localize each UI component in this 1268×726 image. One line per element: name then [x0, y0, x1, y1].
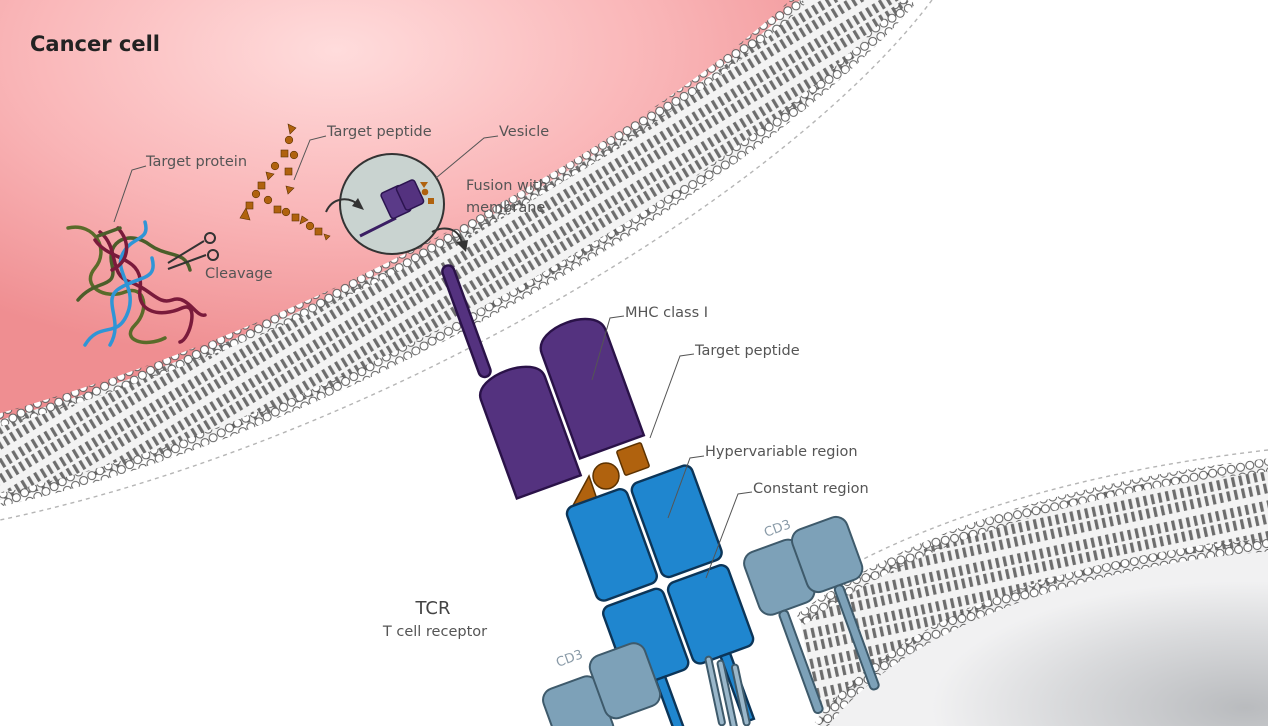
t-cell-body [820, 545, 1268, 726]
label-cd3-right: CD3 [762, 517, 793, 540]
label-fusion-line1: Fusion with [466, 178, 548, 194]
label-constant-region: Constant region [753, 481, 869, 497]
cd3-complex-left [542, 642, 751, 726]
t-cell [779, 449, 1268, 726]
target-peptide-fragments [239, 123, 331, 241]
label-mhc-class-i: MHC class I [625, 305, 708, 321]
label-target-peptide-top: Target peptide [326, 124, 432, 140]
vesicle [339, 153, 445, 255]
mhc-class-i [441, 264, 646, 501]
cancer-cell-membrane [0, 0, 933, 521]
cd3-complex-right [743, 515, 880, 715]
fusion-arrow-head [456, 240, 468, 252]
label-fusion-line2: membrane [466, 200, 545, 216]
t-cell-receptor [565, 464, 756, 726]
label-cd3-left: CD3 [554, 647, 585, 670]
leader-lines [113, 135, 753, 579]
target-protein [66, 220, 207, 347]
scissors-icon [167, 232, 219, 270]
cancer-cell-title: Cancer cell [30, 32, 160, 56]
label-target-peptide-bottom: Target peptide [694, 343, 800, 359]
label-tcr: TCR [414, 598, 450, 619]
label-tcr-full: T cell receptor [382, 624, 487, 640]
mhc-bound-peptide [568, 442, 650, 512]
label-vesicle: Vesicle [499, 124, 549, 140]
arrow-into-vesicle-head [352, 198, 364, 210]
label-target-protein: Target protein [145, 154, 247, 170]
label-cleavage: Cleavage [205, 266, 273, 282]
label-hypervariable-region: Hypervariable region [705, 444, 858, 460]
